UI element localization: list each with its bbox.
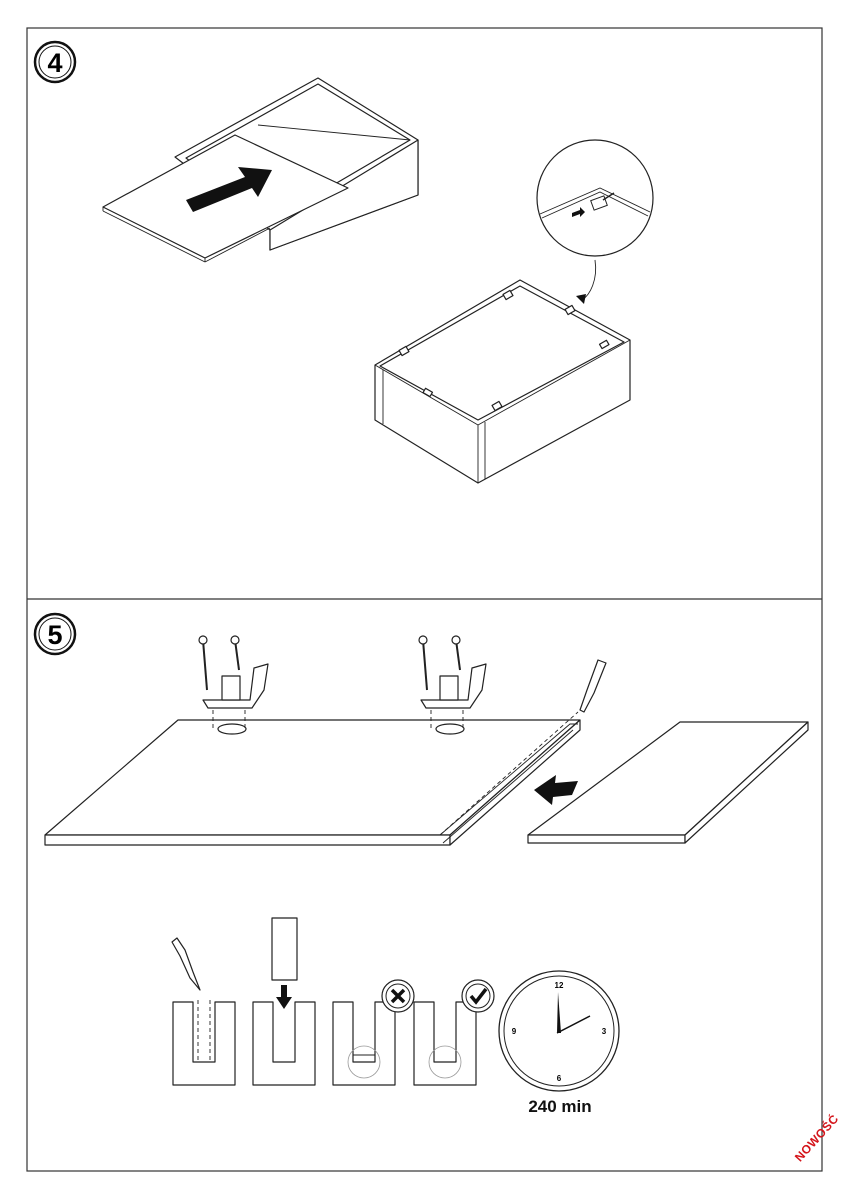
push-arrow-icon [186, 167, 272, 212]
glue-step-1 [171, 937, 236, 1086]
step-4-number: 4 [47, 48, 62, 78]
step-4-badge: 4 [33, 40, 77, 84]
hinge-right [418, 635, 487, 735]
detail-zoom-illustration [536, 139, 654, 304]
open-box-illustration [102, 77, 419, 263]
drying-time-label: 240 min [528, 1097, 592, 1116]
clock-icon: 12 3 6 9 [498, 970, 620, 1092]
door-panel-illustration [44, 659, 607, 846]
glue-bottle-icon [579, 659, 607, 713]
correct-check-icon [469, 987, 488, 1005]
glue-bottle-icon [171, 937, 201, 991]
glue-step-wrong [332, 979, 415, 1086]
step-5-badge: 5 [33, 612, 77, 656]
hinge-left [198, 635, 269, 735]
curved-arrow-icon [576, 294, 586, 304]
wrong-x-icon [390, 988, 406, 1004]
clock-number-6: 6 [557, 1074, 562, 1083]
insert-arrow-icon [534, 775, 578, 805]
closed-box-illustration [374, 279, 631, 484]
insert-panel-illustration [527, 721, 809, 844]
glue-step-2 [252, 917, 316, 1086]
clock-number-12: 12 [555, 981, 564, 990]
minute-hand [557, 992, 561, 1033]
clock-number-9: 9 [512, 1027, 517, 1036]
hour-hand [556, 1015, 591, 1034]
down-arrow-icon [276, 985, 292, 1009]
step-5-number: 5 [47, 620, 62, 650]
small-arrow-icon [572, 207, 585, 217]
glue-step-correct [413, 979, 495, 1086]
clock-number-3: 3 [602, 1027, 607, 1036]
